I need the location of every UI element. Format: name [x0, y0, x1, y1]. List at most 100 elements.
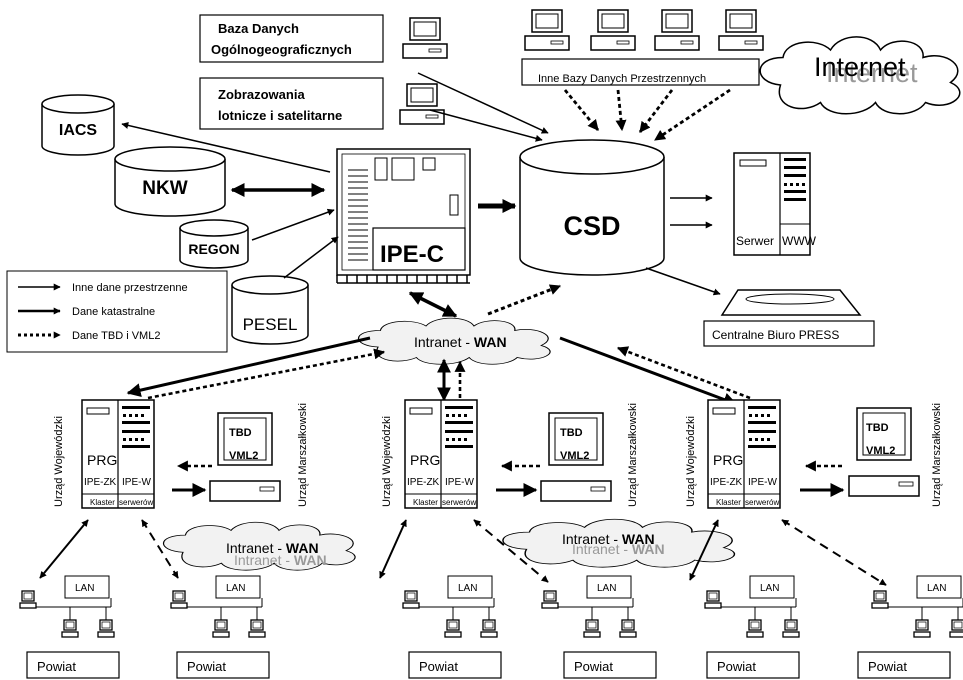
lan-box	[64, 575, 110, 599]
zobrazowania-computer	[399, 83, 445, 125]
lan-box	[916, 575, 962, 599]
pesel-database: PESEL	[231, 275, 309, 345]
powiat-frame	[176, 651, 270, 679]
lan-pc-1	[583, 619, 601, 638]
arrow-region-right-to-wan	[616, 346, 751, 400]
region-left-serwerow: serwerów	[119, 498, 153, 507]
arrow-region-left-to-wan	[147, 348, 386, 400]
press-label: Centralne Biuro PRESS	[712, 328, 839, 342]
inne-bazy-computer-2	[590, 9, 636, 51]
lan-pc-main	[871, 590, 889, 609]
powiat-label: Powiat	[187, 659, 226, 674]
region-left-um-label: Urząd Marszałkowski	[297, 403, 309, 507]
arrow-inne-3-to-csd	[638, 89, 674, 133]
lan-label: LAN	[597, 583, 616, 594]
powiat-label: Powiat	[419, 659, 458, 674]
arrow-ipec-to-iacs	[121, 122, 331, 173]
zobrazowania-line1: Zobrazowania	[218, 87, 305, 102]
region-middle-serwerow: serwerów	[442, 498, 476, 507]
lan-pc-2	[782, 619, 800, 638]
arrow-inne-2-to-csd	[615, 89, 627, 132]
region-middle: Urząd Wojewódzki PRG IPE-ZK IPE-W Klaste…	[381, 399, 639, 509]
arrow-left-to-powiat-2	[141, 519, 179, 579]
arrow-middle-to-powiat-2	[473, 519, 549, 583]
www-server: Serwer WWW	[733, 152, 817, 256]
lan-label: LAN	[75, 583, 94, 594]
intranet-cloud-left: Intranet - WAN Intranet - WAN	[162, 521, 356, 571]
region-left-vml2: VML2	[229, 450, 258, 462]
region-middle-tbd: TBD	[560, 427, 583, 439]
region-right-uw-label: Urząd Wojewódzki	[685, 416, 697, 507]
www-server-label-right: WWW	[782, 234, 817, 248]
lan-cluster: LAN	[19, 575, 115, 638]
arrow-inne-1-to-csd	[563, 89, 600, 131]
arrow-middle-to-powiat-1	[379, 519, 407, 579]
legend-label-1: Dane katastralne	[72, 306, 155, 318]
inne-bazy-label: Inne Bazy Danych Przestrzennych	[538, 73, 706, 85]
region-right-ipe-zk: IPE-ZK	[710, 477, 743, 488]
ipe-c-vents	[348, 169, 368, 261]
arrow-inne-4-to-csd	[654, 88, 731, 142]
www-server-label-left: Serwer	[736, 234, 774, 248]
region-left-tbd: TBD	[229, 427, 252, 439]
baza-danych-line1: Baza Danych	[218, 21, 299, 36]
zobrazowania-box: Zobrazowania lotnicze i satelitarne	[199, 77, 384, 130]
ipe-c-server: IPE-C	[336, 148, 471, 284]
powiat-box: Powiat	[706, 651, 800, 679]
lan-cluster: LAN	[541, 575, 637, 638]
powiat-frame	[706, 651, 800, 679]
intranet-cloud-central: Intranet - WAN	[357, 317, 551, 365]
lan-pc-2	[97, 619, 115, 638]
pesel-label: PESEL	[243, 315, 298, 334]
region-right-vml2: VML2	[866, 445, 895, 457]
powiat-frame	[857, 651, 951, 679]
powiat-frame	[563, 651, 657, 679]
lan-pc-2	[619, 619, 637, 638]
arrow-baza-to-csd	[417, 72, 549, 134]
lan-pc-main	[170, 590, 188, 609]
zobrazowania-line2: lotnicze i satelitarne	[218, 108, 342, 123]
arrow-left-to-powiat-1	[39, 519, 89, 579]
arrow-csd-to-press	[645, 267, 721, 296]
inne-bazy-group: Inne Bazy Danych Przestrzennych	[521, 9, 764, 86]
lan-pc-main	[19, 590, 37, 609]
lan-pc-1	[212, 619, 230, 638]
arrow-zobrazowania-to-csd	[429, 109, 543, 142]
region-middle-klaster: Klaster	[413, 498, 438, 507]
inne-bazy-computer-3	[654, 9, 700, 51]
inne-bazy-computer-4	[718, 9, 764, 51]
lan-pc-1	[913, 619, 931, 638]
arrow-pesel-to-ipec	[283, 236, 339, 279]
legend-label-0: Inne dane przestrzenne	[72, 282, 188, 294]
lan-pc-1	[444, 619, 462, 638]
lan-cluster: LAN	[704, 575, 800, 638]
lan-pc-2	[949, 619, 963, 638]
internet-ghost-label: Internet	[826, 58, 918, 88]
region-right-serwerow: serwerów	[745, 498, 779, 507]
legend: Inne dane przestrzenne Dane katastralne …	[6, 270, 228, 353]
region-middle-uw-label: Urząd Wojewódzki	[381, 416, 393, 507]
region-right-um-label: Urząd Marszałkowski	[931, 403, 943, 507]
lan-pc-2	[248, 619, 266, 638]
wan-connections	[126, 336, 751, 407]
arrow-right-to-powiat-2	[781, 519, 887, 586]
baza-danych-box: Baza Danych Ogólnogeograficznych	[199, 14, 384, 63]
region-middle-vml2: VML2	[560, 450, 589, 462]
arrow-right-to-powiat-1	[689, 519, 719, 581]
intranet-central-label: Intranet - WAN	[414, 334, 507, 350]
iacs-label: IACS	[59, 122, 98, 139]
lan-pc-main	[541, 590, 559, 609]
lan-label: LAN	[760, 583, 779, 594]
powiat-label: Powiat	[574, 659, 613, 674]
region-right: Urząd Wojewódzki PRG IPE-ZK IPE-W Klaste…	[685, 399, 943, 509]
region-left-ipe-w: IPE-W	[122, 477, 151, 488]
ipe-c-label: IPE-C	[380, 241, 444, 268]
region-middle-ipe-w: IPE-W	[445, 477, 474, 488]
inne-bazy-computer-1	[524, 9, 570, 51]
lan-cluster: LAN	[170, 575, 266, 638]
arrow-wan-to-region-left	[126, 336, 371, 398]
arrow-regon-to-ipec	[251, 208, 335, 241]
powiat-frame	[26, 651, 120, 679]
